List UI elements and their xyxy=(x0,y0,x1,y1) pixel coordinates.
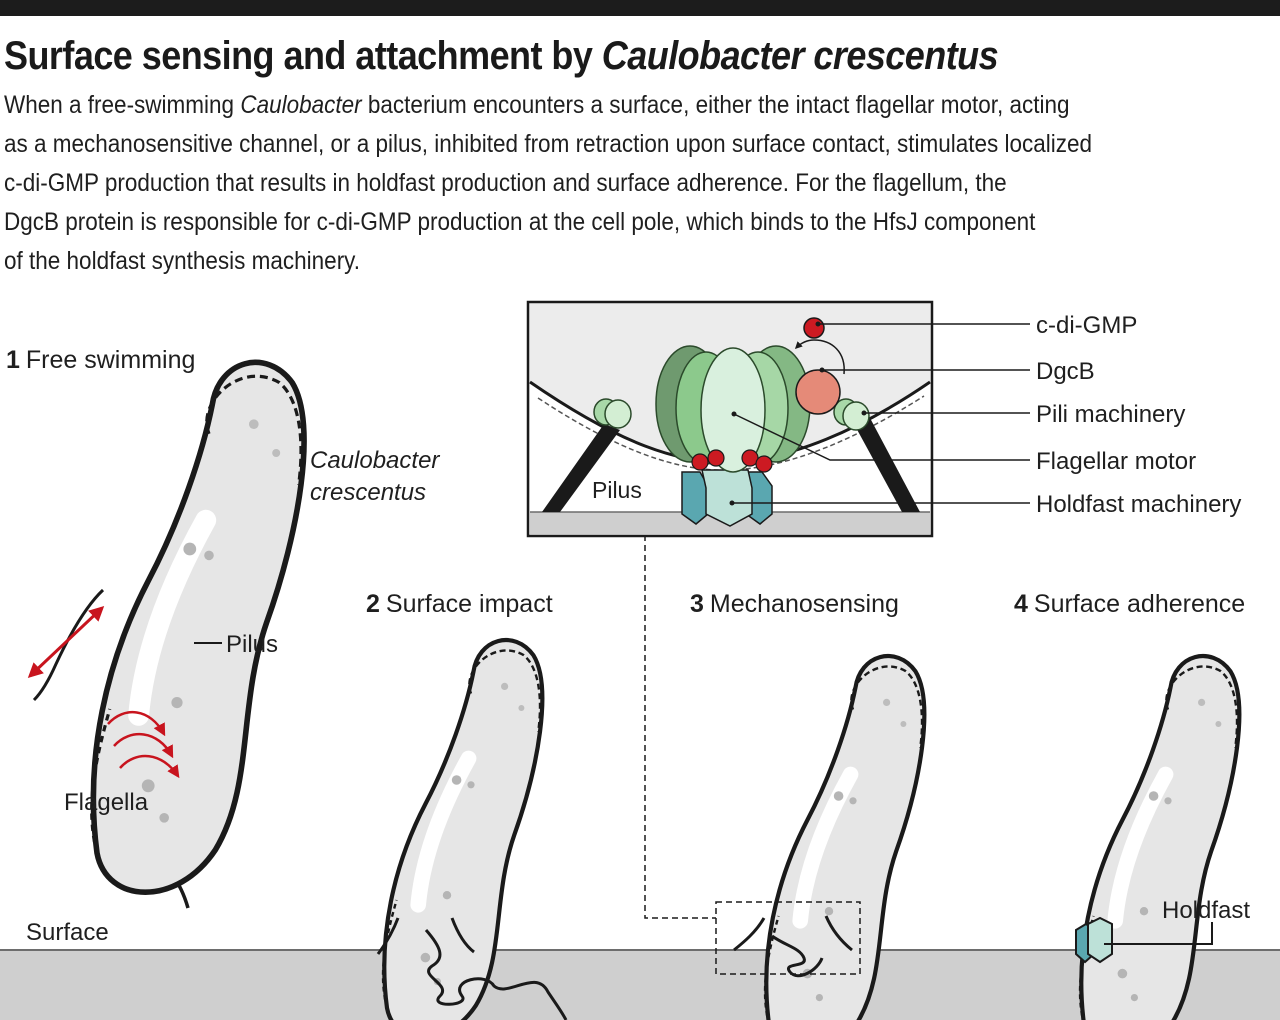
pili-machinery-left xyxy=(593,398,632,429)
zoom-connector xyxy=(644,535,716,919)
intro-line: When a free-swimming Caulobacter bacteri… xyxy=(4,91,1070,119)
stage-label: Surface adherence xyxy=(1034,590,1245,618)
pilus-left xyxy=(32,588,105,702)
callout-line xyxy=(733,413,1030,461)
stage-label: Mechanosensing xyxy=(710,590,899,618)
callout-dot xyxy=(819,367,825,373)
holdfast-machinery xyxy=(681,469,773,527)
title-plain: Surface sensing and attachment by xyxy=(4,34,602,78)
intro-line: c-di-GMP production that results in hold… xyxy=(4,169,1007,197)
callout-c-di-gmp: c-di-GMP xyxy=(1036,312,1137,339)
rotation-arrow xyxy=(107,710,166,737)
figure-title: Surface sensing and attachment by Caulob… xyxy=(4,30,999,82)
production-arrow xyxy=(794,339,845,375)
rotation-arrow xyxy=(113,733,174,759)
holdfast xyxy=(1075,916,1113,964)
inset-panel: Pilus c-di-GMP DgcB Pili machinery Flage… xyxy=(526,300,1241,538)
title-species: Caulobacter crescentus xyxy=(601,34,999,78)
callout-holdfast-machinery: Holdfast machinery xyxy=(1036,491,1241,518)
stage-number: 3 xyxy=(690,590,704,618)
intro-text: When a free-swimming Caulobacter bacteri… xyxy=(4,86,1264,281)
leader-line xyxy=(1104,922,1213,945)
callout-dot xyxy=(861,410,867,416)
surface-label: Surface xyxy=(26,919,109,946)
species-label: Caulobacter xyxy=(310,447,440,474)
pilus xyxy=(824,915,853,952)
holdfast-label: Holdfast xyxy=(1162,897,1250,924)
callout-dgcb: DgcB xyxy=(1036,358,1095,385)
inset-pilus-label: Pilus xyxy=(592,477,642,503)
callout-flagellar-motor: Flagellar motor xyxy=(1036,448,1196,475)
flagella-label: Flagella xyxy=(64,789,149,816)
pili-machinery-right xyxy=(833,398,870,431)
c-di-gmp-molecules xyxy=(691,449,773,473)
stage-label: Free swimming xyxy=(26,346,195,374)
dgcb-protein xyxy=(795,369,841,415)
rotation-arrow xyxy=(119,754,180,779)
callout-pili-machinery: Pili machinery xyxy=(1036,401,1185,428)
pilus xyxy=(450,917,475,954)
flagellum xyxy=(771,934,824,978)
flagellar-motor xyxy=(655,345,811,473)
callout-dot xyxy=(729,500,735,506)
top-rule xyxy=(0,0,1280,16)
intro-line: DgcB protein is responsible for c-di-GMP… xyxy=(4,208,1036,236)
intro-line: as a mechanosensitive channel, or a pilu… xyxy=(4,130,1093,158)
pilus-label: Pilus xyxy=(226,631,278,658)
pilus xyxy=(733,917,766,952)
stage-number: 1 xyxy=(6,346,20,374)
callout-dot xyxy=(815,321,821,327)
pilus xyxy=(376,917,400,955)
intro-line: of the holdfast synthesis machinery. xyxy=(4,247,361,275)
inset-cell-interior xyxy=(530,382,930,512)
stage-number: 2 xyxy=(366,590,380,618)
stage-label: Surface impact xyxy=(386,590,553,618)
pilus-left xyxy=(542,424,620,512)
species-label: crescentus xyxy=(310,479,426,506)
stage-number: 4 xyxy=(1014,590,1028,618)
zoom-box xyxy=(715,901,861,975)
flagellum xyxy=(424,929,568,1020)
pilus-right xyxy=(854,418,920,512)
retraction-arrow xyxy=(27,605,105,679)
surface xyxy=(0,950,1280,1020)
c-di-gmp-free xyxy=(803,317,825,339)
callout-dot xyxy=(731,411,737,417)
